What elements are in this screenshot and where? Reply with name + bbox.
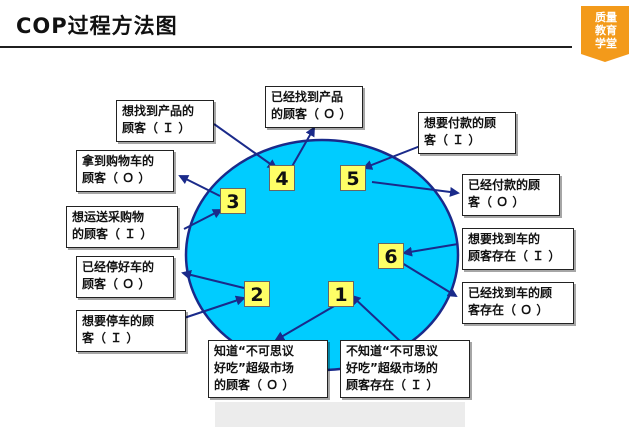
arrow-in-6 [402,243,459,257]
step-1-label: 1 [328,281,354,307]
step-5-label: 5 [340,165,366,191]
arrow-out-4 [289,126,315,171]
arrow-out-3 [178,175,221,197]
box-got-cart: 拿到购物车的 顾客（ Ｏ ） [76,150,174,192]
box-want-find-car: 想要找到车的 顾客存在（ Ｉ ） [462,228,574,270]
box-want-park: 想要停车的顾 客（ Ｉ ） [76,310,186,352]
arrow-out-1 [274,304,337,342]
ellipse-shadow [215,402,465,427]
page-title: COP过程方法图 [16,14,178,38]
box-found-car: 已经找到车的顾 客存在（ Ｏ ） [462,282,574,324]
arrow-out-5 [371,181,460,197]
arrow-in-1 [350,294,401,342]
arrow-out-6 [401,262,458,298]
box-found-product: 已经找到产品 的顾客（ Ｏ ） [265,86,363,128]
box-want-find-product: 想找到产品的 顾客（ Ｉ ） [116,100,214,142]
box-parked: 已经停好车的 顾客（ Ｏ ） [76,256,174,298]
step-2-label: 2 [244,281,270,307]
arrow-in-4 [213,123,278,170]
logo-text: 质量 教育 学堂 [595,11,617,50]
box-know-market: 知道“不可思议 好吃”超级市场 的顾客（ Ｏ ） [208,340,328,398]
box-want-pay: 想要付款的顾 客（ Ｉ ） [418,112,516,154]
process-ellipse [184,138,460,372]
arrow-in-3 [183,209,223,230]
logo-icon [581,6,629,62]
step-3-label: 3 [220,188,246,214]
step-4-label: 4 [269,165,295,191]
box-not-know-market: 不知道“不可思议 好吃”超级市场的 顾客存在（ Ｉ ） [340,340,470,398]
step-6-label: 6 [378,243,404,269]
title-divider [0,46,572,48]
arrow-in-2 [183,295,246,319]
box-want-ship: 想运送采购物 的顾客（ Ｉ ） [66,206,178,248]
arrow-in-5 [362,142,429,170]
arrow-out-2 [181,270,245,289]
box-paid: 已经付款的顾 客（ Ｏ ） [462,174,560,216]
